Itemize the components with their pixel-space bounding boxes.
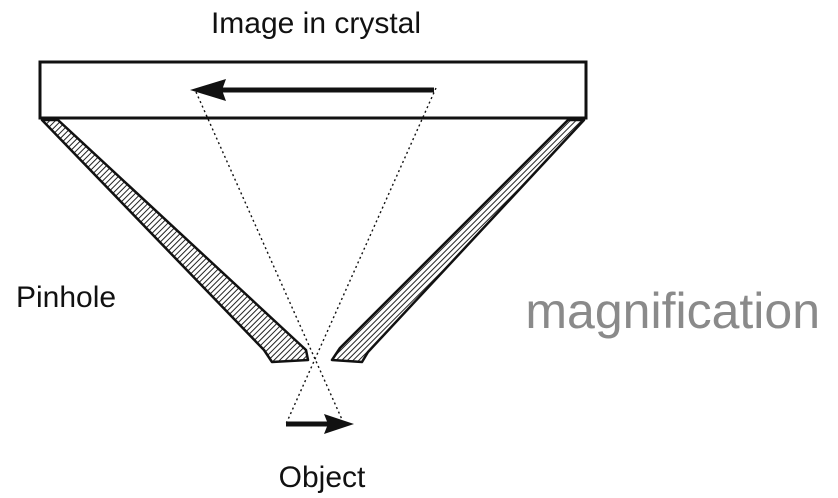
pinhole-label: Pinhole (16, 281, 116, 314)
magnification-label: magnification (525, 283, 820, 339)
ray-left (195, 91, 345, 425)
pinhole-left-wall (40, 118, 310, 364)
image-in-crystal-label: Image in crystal (211, 7, 421, 40)
image-arrow (190, 79, 434, 101)
ray-right (285, 87, 437, 425)
object-arrow (286, 414, 354, 434)
pinhole-right-wall (330, 118, 586, 364)
object-label: Object (279, 461, 366, 494)
